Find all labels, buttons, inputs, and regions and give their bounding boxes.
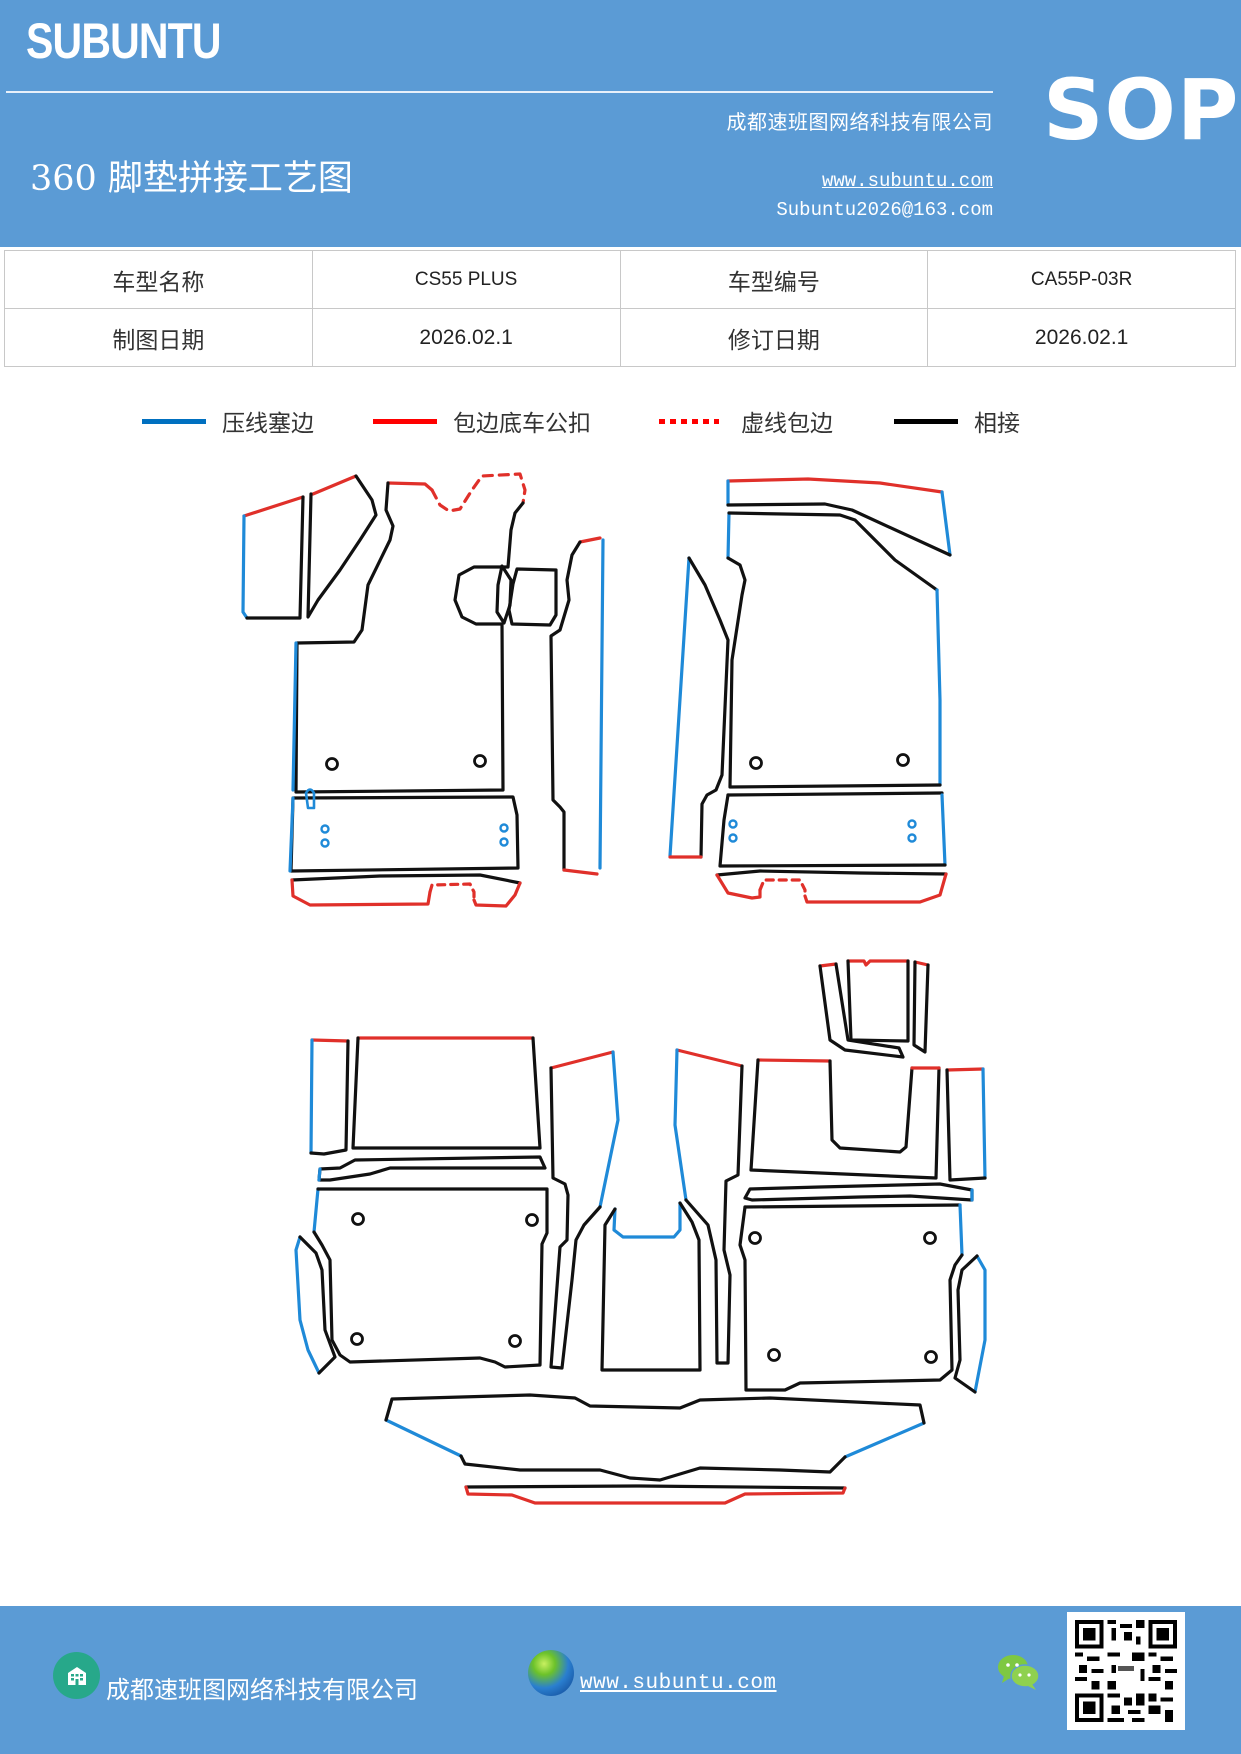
mat-piece <box>464 1484 847 1505</box>
red-dotted-swatch <box>659 418 719 424</box>
revision-date-value: 2026.02.1 <box>927 308 1236 367</box>
page-title: 360 脚垫拼接工艺图 <box>30 159 353 199</box>
mat-piece <box>726 477 952 557</box>
red-line-swatch <box>373 418 437 424</box>
mat-piece <box>738 1203 964 1392</box>
mat-piece <box>743 1182 974 1202</box>
floor-mat-diagram <box>241 472 987 1505</box>
header-company-name: 成都速班图网络科技有限公司 <box>726 110 993 134</box>
vehicle-code-label: 车型编号 <box>619 250 929 309</box>
header-website-link[interactable]: www.subuntu.com <box>821 170 993 192</box>
legend-label: 相接 <box>974 411 1020 437</box>
brand-logo: SUBUNTU <box>26 13 222 69</box>
mat-piece <box>306 474 378 619</box>
mat-piece <box>290 873 522 908</box>
mat-piece <box>945 1067 987 1182</box>
table-row: 制图日期 2026.02.1 修订日期 2026.02.1 <box>4 308 1236 367</box>
building-icon-glyph <box>67 1666 86 1685</box>
mat-piece <box>600 1201 702 1372</box>
mat-piece <box>673 1048 744 1365</box>
legend-label: 压线塞边 <box>222 411 314 437</box>
legend-item-wrap-edge: 包边底车公扣 <box>373 404 591 438</box>
legend-item-dashed-wrap: 虚线包边 <box>659 404 833 438</box>
building-icon <box>53 1652 100 1699</box>
legend-item-press-edge: 压线塞边 <box>142 404 314 438</box>
mat-piece <box>384 1393 926 1482</box>
blue-line-swatch <box>142 418 206 424</box>
rear-bottom-group <box>384 1393 926 1505</box>
vehicle-name-value: CS55 PLUS <box>311 250 621 309</box>
mat-piece <box>291 472 527 794</box>
mat-piece <box>312 1187 549 1369</box>
vehicle-name-label: 车型名称 <box>4 250 313 309</box>
header-divider <box>6 91 993 93</box>
rear-mats-group <box>294 959 987 1394</box>
mat-piece <box>549 536 605 876</box>
wechat-icon[interactable] <box>996 1652 1042 1692</box>
front-right-mat-group <box>668 477 952 904</box>
vehicle-info-table: 车型名称 CS55 PLUS 车型编号 CA55P-03R 制图日期 2026.… <box>4 250 1236 367</box>
qr-code <box>1067 1612 1185 1730</box>
line-legend: 压线塞边 包边底车公扣 虚线包边 相接 <box>0 404 1241 438</box>
mat-piece <box>495 564 558 627</box>
revision-date-label: 修订日期 <box>619 308 929 367</box>
mat-piece <box>309 1036 542 1156</box>
mat-piece <box>668 556 730 859</box>
legend-label: 虚线包边 <box>741 411 833 437</box>
drawing-date-value: 2026.02.1 <box>311 308 621 367</box>
qr-code-pattern <box>1075 1620 1177 1722</box>
header-email: Subuntu2026@163.com <box>776 199 993 221</box>
globe-icon <box>528 1650 574 1696</box>
legend-item-joint: 相接 <box>894 404 1020 438</box>
mat-piece <box>294 1235 337 1375</box>
mat-piece <box>953 1254 987 1394</box>
mat-piece <box>749 1058 941 1180</box>
mat-piece <box>317 1155 547 1182</box>
mat-piece <box>726 511 942 789</box>
footer-website-link[interactable]: www.subuntu.com <box>580 1672 777 1695</box>
mat-piece <box>718 791 947 868</box>
front-left-mat-group <box>241 472 605 908</box>
header-banner <box>0 0 1241 247</box>
vehicle-code-value: CA55P-03R <box>927 250 1236 309</box>
mat-piece <box>288 788 520 873</box>
footer-company-name: 成都速班图网络科技有限公司 <box>106 1676 418 1704</box>
drawing-date-label: 制图日期 <box>4 308 313 367</box>
table-row: 车型名称 CS55 PLUS 车型编号 CA55P-03R <box>4 250 1236 309</box>
sop-badge: SOP <box>1043 61 1240 159</box>
black-line-swatch <box>894 418 958 424</box>
mat-piece <box>549 1050 620 1370</box>
mat-piece <box>715 869 948 904</box>
legend-label: 包边底车公扣 <box>453 411 591 437</box>
mat-piece <box>241 495 305 620</box>
mat-piece <box>818 959 930 1059</box>
